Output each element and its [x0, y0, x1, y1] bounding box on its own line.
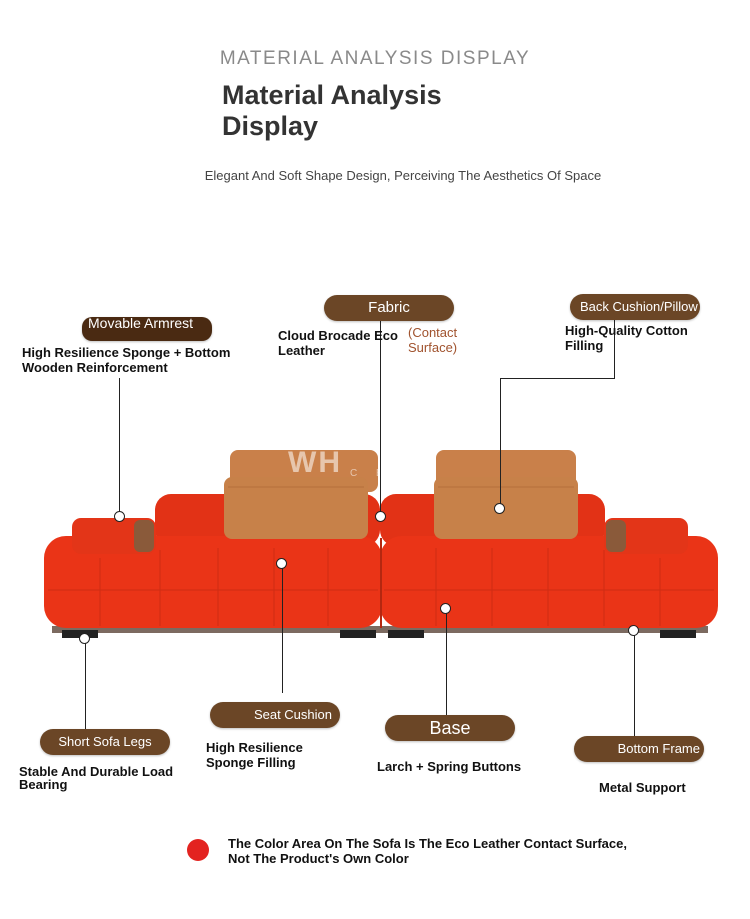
contact-surface-color-dot [187, 839, 209, 861]
connector-seat [282, 565, 283, 693]
marker-armrest [114, 511, 125, 522]
sofa-leg [388, 630, 424, 638]
connector-armrest [119, 378, 120, 514]
label-fabric: Fabric [324, 295, 454, 321]
back-pillow-right-front [434, 477, 578, 539]
sofa-seat-left [44, 536, 382, 628]
marker-back-cushion [494, 503, 505, 514]
connector-fabric [380, 318, 381, 513]
marker-legs [79, 633, 90, 644]
desc-base: Larch + Spring Buttons [377, 759, 522, 774]
label-seat: Seat Cushion [210, 702, 340, 728]
desc-back-cushion: High-Quality Cotton Filling [565, 323, 688, 353]
back-pillow-left-front [224, 477, 368, 539]
label-legs: Short Sofa Legs [40, 729, 170, 755]
label-base: Base [385, 715, 515, 741]
connector-back-cushion-h [500, 378, 615, 379]
sofa-leg [660, 630, 696, 638]
marker-frame [628, 625, 639, 636]
desc-armrest: High Resilience Sponge + Bottom Wooden R… [22, 345, 231, 375]
label-armrest: Movable Armrest [82, 317, 212, 341]
sofa-illustration [44, 450, 718, 638]
connector-legs [85, 640, 86, 730]
sofa-leg [340, 630, 376, 638]
fabric-contact-note: (Contact Surface) [408, 325, 458, 355]
page-subtitle: Elegant And Soft Shape Design, Perceivin… [204, 168, 602, 183]
sofa-base-frame [52, 626, 708, 633]
connector-back-cushion [500, 378, 501, 506]
marker-seat [276, 558, 287, 569]
label-frame: Bottom Frame [574, 736, 704, 762]
connector-base [446, 610, 447, 716]
eyebrow-title: MATERIAL ANALYSIS DISPLAY [219, 48, 531, 69]
connector-frame [634, 632, 635, 738]
desc-fabric: Cloud Brocade Eco Leather [278, 328, 398, 358]
marker-base [440, 603, 451, 614]
watermark-mark: WH [288, 446, 342, 479]
desc-seat: High Resilience Sponge Filling [206, 740, 303, 770]
connector-back-cushion-top [614, 318, 615, 378]
watermark-sub: C E [350, 468, 391, 479]
footnote: The Color Area On The Sofa Is The Eco Le… [228, 836, 627, 866]
sofa-seat-right [380, 536, 718, 628]
marker-fabric [375, 511, 386, 522]
label-back-cushion: Back Cushion/Pillow [570, 294, 700, 320]
desc-legs: Stable And Durable Load Bearing [19, 764, 174, 792]
page-title: Material Analysis Display [222, 80, 442, 141]
desc-frame: Metal Support [599, 780, 686, 795]
